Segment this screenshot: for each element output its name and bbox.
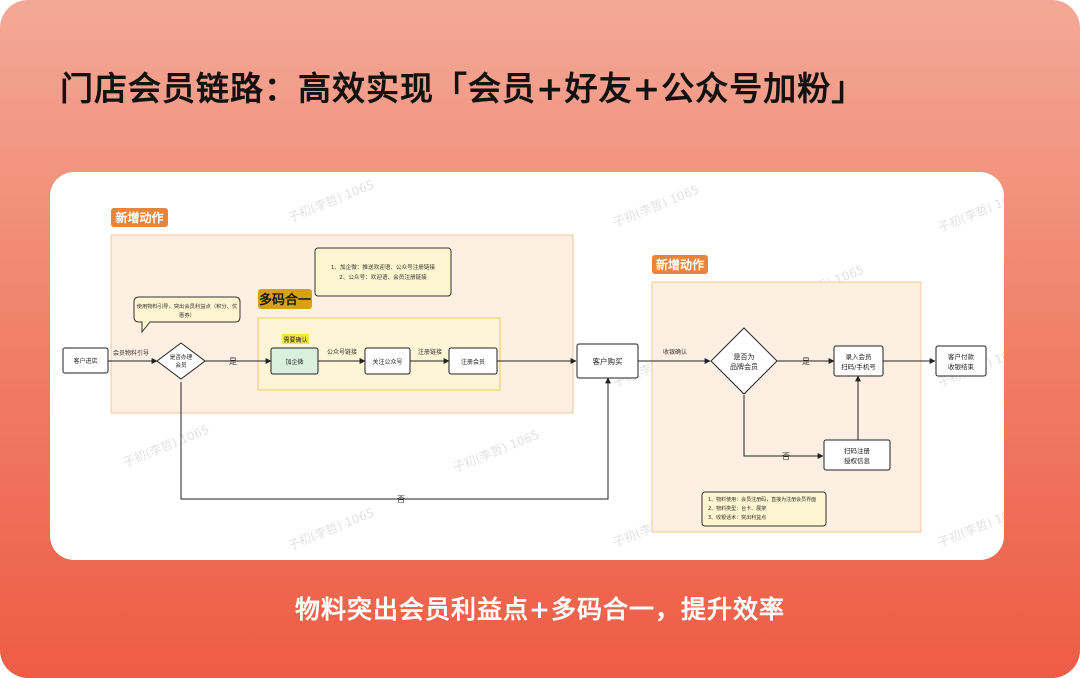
edge-label-oa-link: 公众号链接	[327, 348, 357, 356]
node-follow-oa	[364, 347, 411, 375]
bottom-note-line: 3、收银话术：突出利益点	[708, 514, 766, 521]
multi-code-tag-bg	[258, 289, 312, 309]
material-bubble-line: 使用物料引导，突出会员利益点（积分、优	[137, 302, 238, 310]
edge-label-no-2: 否	[782, 452, 790, 461]
push-note-line: 2、公众号：欢迎语、会员注册链接	[339, 273, 427, 281]
multi-code-tag: 多码合一	[259, 292, 311, 308]
node-customer-arrive-label: 客户进店	[73, 357, 97, 365]
node-register-member-label: 注册会员	[461, 358, 485, 366]
node-add-wecom	[270, 347, 319, 375]
node-pay-end	[935, 345, 987, 377]
edge-label-layer: 会员物料引导 是 公众号链接 注册链接 否 收银确认 是 否	[113, 348, 810, 504]
push-note-line: 1、加企微：推送欢迎语、公众号注册链接	[331, 263, 436, 271]
edge-label-no: 否	[397, 495, 405, 504]
watermark: 子初(李哲) 1065	[936, 502, 1004, 550]
edge-no-to-buy	[180, 377, 611, 500]
edge-brand-no-to-scan	[743, 395, 824, 459]
node-decision-brand	[710, 327, 778, 395]
node-scan-register-label: 授权信息	[844, 456, 871, 465]
diagram-card: 子初(李哲) 1065 子初(李哲) 1065 子初(李哲) 1065 子初(李…	[50, 172, 1004, 560]
node-enter-member-label: 录入会员	[846, 352, 873, 361]
watermark: 子初(李哲) 1065	[286, 505, 377, 553]
watermark: 子初(李哲) 1065	[286, 177, 377, 225]
node-scan-register-label: 扫码注册	[844, 446, 871, 455]
node-customer-buy-label: 客户购买	[593, 356, 623, 366]
material-bubble	[133, 296, 241, 334]
node-decision-member-label: 会员	[175, 361, 187, 369]
edge-label-material: 会员物料引导	[113, 349, 149, 357]
right-region-tag-bg	[652, 255, 708, 274]
bottom-note-line: 1、物料使用：会员注册码，直接为注册会员界面	[708, 496, 816, 503]
connector-layer	[108, 358, 936, 500]
node-decision-member-label: 是否办理	[170, 353, 193, 361]
node-register-member	[448, 347, 498, 375]
node-decision-member	[156, 342, 206, 380]
node-pay-end-label: 收银结束	[948, 362, 975, 371]
node-follow-oa-label: 关注公众号	[372, 358, 402, 366]
watermark: 子初(李哲) 1065	[611, 182, 702, 230]
page-title: 门店会员链路：高效实现「会员+好友+公众号加粉」	[60, 69, 866, 108]
node-enter-member-label: 扫码/手机号	[841, 362, 876, 371]
confirm-tag: 需要确认	[283, 336, 307, 344]
node-customer-arrive	[62, 347, 109, 374]
left-region-tag: 新增动作	[115, 210, 163, 225]
right-region	[651, 281, 922, 533]
right-region-tag: 新增动作	[656, 257, 704, 272]
node-enter-member	[833, 345, 884, 377]
edge-label-register-link: 注册链接	[418, 348, 442, 356]
confirm-tag-bg	[282, 334, 309, 344]
push-note	[314, 247, 452, 297]
node-decision-brand-label: 是否为	[734, 352, 755, 361]
material-bubble-line: 惠券）	[179, 311, 195, 319]
flowchart: 子初(李哲) 1065 子初(李哲) 1065 子初(李哲) 1065 子初(李…	[62, 177, 1004, 553]
node-scan-register	[823, 439, 891, 471]
watermark: 子初(李哲) 1065	[121, 422, 212, 470]
node-decision-brand-label: 品牌会员	[730, 362, 758, 371]
edge-label-yes-2: 是	[802, 357, 810, 366]
bottom-note	[701, 491, 827, 527]
edge-label-yes: 是	[229, 357, 237, 366]
bottom-note-line: 2、物料类型：台卡、展架	[708, 505, 766, 512]
node-pay-end-label: 客户付款	[948, 352, 975, 361]
page-caption: 物料突出会员利益点+多码合一，提升效率	[295, 595, 785, 624]
left-region-tag-bg	[111, 208, 168, 227]
node-add-wecom-label: 加企微	[285, 358, 303, 366]
edge-label-cashier: 收银确认	[663, 348, 687, 356]
watermark: 子初(李哲) 1065	[936, 187, 1004, 235]
node-customer-buy	[576, 343, 639, 379]
watermark: 子初(李哲) 1065	[451, 427, 542, 475]
